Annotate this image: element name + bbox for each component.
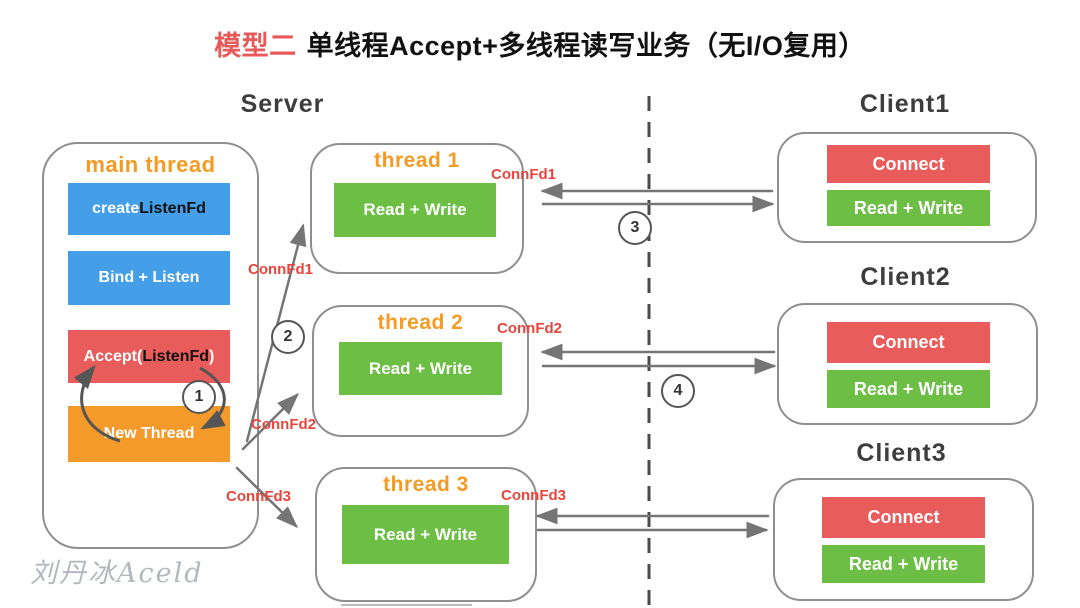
page-title-text: 单线程Accept+多线程读写业务（无I/O复用）: [306, 31, 866, 61]
thread3-read-write: Read + Write: [342, 505, 509, 564]
client1-connect: Connect: [827, 145, 990, 183]
client2-box: Connect Read + Write: [777, 303, 1038, 425]
step-circle-2: 2: [271, 320, 305, 354]
connfd2-label-left: ConnFd2: [251, 416, 316, 433]
step-text: create: [92, 200, 140, 217]
connfd2-label-right: ConnFd2: [497, 320, 562, 337]
step-text-em: ListenFd: [139, 200, 206, 217]
thread1-box: thread 1 Read + Write: [310, 143, 524, 274]
client3-box: Connect Read + Write: [773, 478, 1034, 601]
client3-connect: Connect: [822, 497, 985, 538]
client2-label: Client2: [860, 263, 951, 291]
client1-label: Client1: [859, 90, 951, 118]
watermark-signature: 刘丹冰Aceld: [30, 558, 204, 589]
step-text-em: ListenFd: [142, 347, 210, 365]
step-new-thread: New Thread: [68, 406, 230, 462]
step-text: Accept(: [83, 347, 143, 365]
client2-connect: Connect: [827, 322, 990, 363]
client3-label: Client3: [856, 439, 947, 467]
connfd1-label-right: ConnFd1: [491, 166, 556, 183]
connfd1-label-left: ConnFd1: [248, 261, 313, 278]
connfd3-label-right: ConnFd3: [501, 487, 566, 504]
client3-read-write: Read + Write: [822, 545, 985, 583]
step-circle-3: 3: [618, 211, 652, 245]
step-circle-1: 1: [182, 380, 216, 414]
step-circle-4: 4: [661, 374, 695, 408]
thread3-title: thread 3: [383, 473, 469, 496]
client1-read-write: Read + Write: [827, 190, 990, 226]
thread1-read-write: Read + Write: [334, 183, 496, 237]
step-text-post: ): [209, 347, 215, 365]
step-text: Bind + Listen: [98, 269, 200, 286]
bottom-edge-fragment: [341, 604, 472, 606]
step-text: New Thread: [103, 425, 195, 442]
thread3-box: thread 3 Read + Write: [315, 467, 537, 602]
step-bind-listen: Bind + Listen: [68, 251, 230, 305]
thread2-box: thread 2 Read + Write: [312, 305, 529, 437]
server-zone-label: Server: [240, 90, 325, 118]
main-thread-label: main thread: [85, 152, 216, 177]
page-title-badge: 模型二: [214, 31, 297, 61]
client1-box: Connect Read + Write: [777, 132, 1037, 243]
client2-read-write: Read + Write: [827, 370, 990, 408]
step-accept: Accept(ListenFd): [68, 330, 230, 383]
thread1-title: thread 1: [374, 149, 460, 172]
connfd3-label-left: ConnFd3: [226, 488, 291, 505]
thread2-read-write: Read + Write: [339, 342, 502, 395]
step-create-listenfd: create ListenFd: [68, 183, 230, 235]
page-title: 模型二单线程Accept+多线程读写业务（无I/O复用）: [0, 24, 1080, 63]
thread2-title: thread 2: [377, 311, 464, 334]
